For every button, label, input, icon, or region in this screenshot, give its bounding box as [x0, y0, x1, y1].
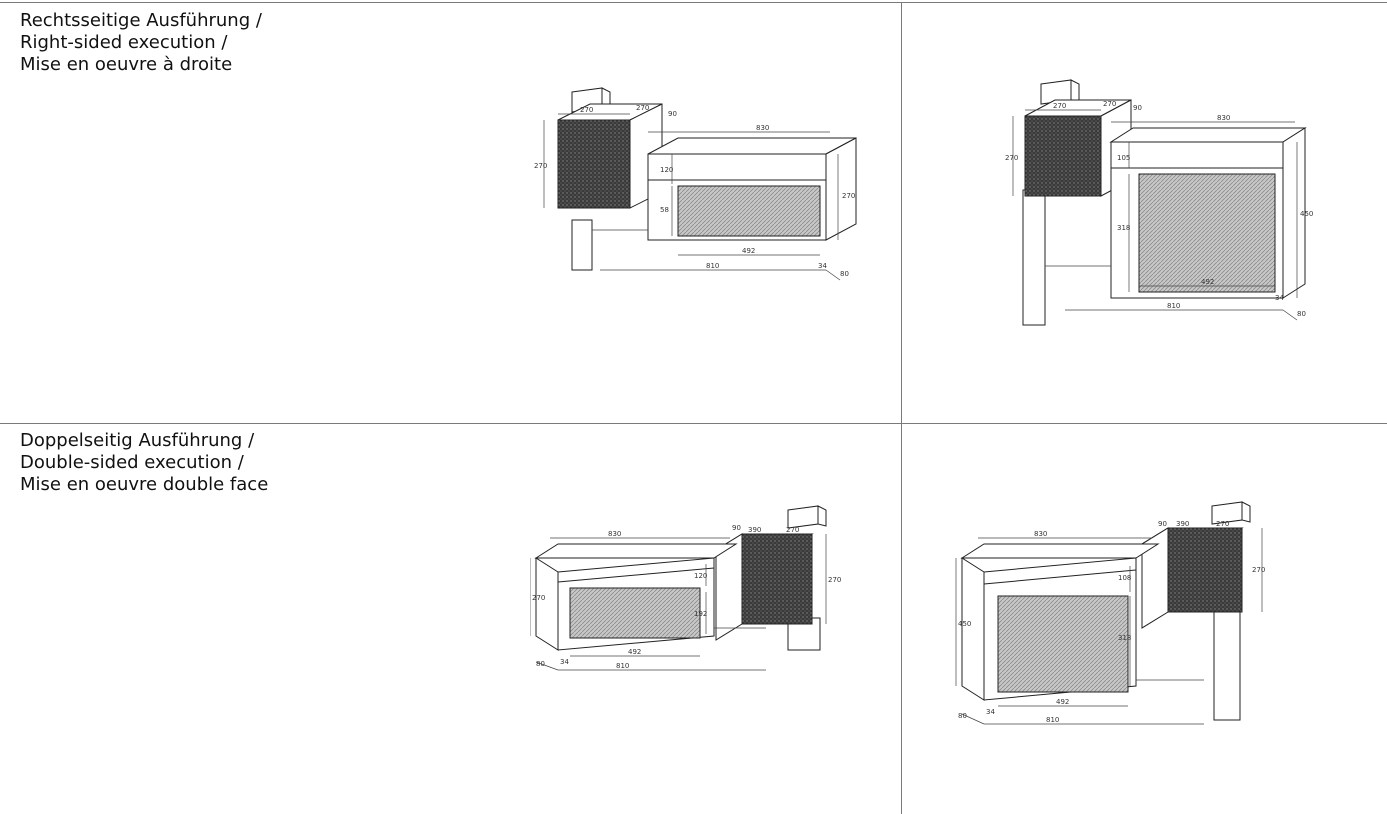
- drawing-right-sided-small: 270 270 270 90 830 120 58 270 492 810 34…: [534, 87, 857, 281]
- dim-total: 810: [1167, 302, 1180, 310]
- dim-full-height: 450: [958, 620, 971, 628]
- caption-double-sided: Doppelseitig Ausführung / Double-sided e…: [20, 430, 268, 496]
- dim-base: 80: [958, 712, 967, 720]
- dim-length: 830: [1217, 114, 1230, 122]
- dim-base: 80: [840, 270, 849, 278]
- caption-line-de: Rechtsseitige Ausführung /: [20, 10, 262, 31]
- caption-line-fr: Mise en oeuvre à droite: [20, 54, 233, 75]
- caption-line-en: Right-sided execution /: [20, 32, 228, 53]
- dim-top-height: 105: [1117, 154, 1130, 162]
- dim-screen-height: 58: [660, 206, 669, 214]
- dim-base: 80: [536, 660, 545, 668]
- speaker-grille: [741, 533, 813, 625]
- screen-panel: [1138, 173, 1276, 293]
- dim-offset: 34: [818, 262, 827, 270]
- dim-top-height: 108: [1118, 574, 1131, 582]
- dim-screen-height: 318: [1118, 634, 1131, 642]
- caption-right-sided: Rechtsseitige Ausführung / Right-sided e…: [20, 10, 262, 76]
- caption-line-fr: Mise en oeuvre double face: [20, 474, 269, 495]
- dim-depth-top: 90: [1133, 104, 1142, 112]
- dim-width-1: 270: [580, 106, 593, 114]
- dim-width-1: 270: [1053, 102, 1066, 110]
- dim-full-height: 270: [532, 594, 545, 602]
- dim-speaker-height: 270: [1005, 154, 1018, 162]
- dim-speaker-height: 270: [534, 162, 547, 170]
- drawing-double-sided-large: 390 270 270 90 830 108 318 450 492 810 3…: [955, 501, 1265, 725]
- dim-offset: 34: [986, 708, 995, 716]
- dim-total: 810: [1046, 716, 1059, 724]
- dim-length: 830: [1034, 530, 1047, 538]
- center-divider: [901, 2, 902, 814]
- speaker-grille: [1024, 115, 1102, 197]
- dim-full-height: 450: [1300, 210, 1313, 218]
- dim-length: 830: [756, 124, 769, 132]
- screen-panel: [997, 595, 1129, 693]
- caption-line-en: Double-sided execution /: [20, 452, 244, 473]
- drawing-double-sided-small: 390 270 270 90 830 120 192 270 492 810 3…: [530, 505, 841, 671]
- screen-panel: [569, 587, 701, 639]
- dim-width-1: 390: [748, 526, 761, 534]
- dim-screen-height: 192: [694, 610, 707, 618]
- dim-screen-width: 492: [742, 247, 755, 255]
- dim-speaker-height: 270: [828, 576, 841, 584]
- dim-screen-height: 318: [1117, 224, 1130, 232]
- dim-full-height: 270: [842, 192, 855, 200]
- dim-speaker-height: 270: [1252, 566, 1265, 574]
- dim-screen-width: 492: [1056, 698, 1069, 706]
- speaker-grille: [557, 119, 631, 209]
- dim-base: 80: [1297, 310, 1306, 318]
- middle-rule: [0, 423, 1387, 424]
- speaker-grille: [1167, 527, 1243, 613]
- dim-width-2: 270: [1103, 100, 1116, 108]
- drawing-right-sided-large: 270 270 270 90 830 105 318 450 492 810 3…: [1005, 79, 1313, 326]
- dim-offset: 34: [1275, 294, 1284, 302]
- dim-width-2: 270: [636, 104, 649, 112]
- top-rule: [0, 2, 1387, 3]
- dim-length: 830: [608, 530, 621, 538]
- dim-width-1: 390: [1176, 520, 1189, 528]
- dim-width-2: 270: [1216, 520, 1229, 528]
- dim-offset: 34: [560, 658, 569, 666]
- dim-total: 810: [616, 662, 629, 670]
- dim-depth-top: 90: [668, 110, 677, 118]
- dim-total: 810: [706, 262, 719, 270]
- dim-width-2: 270: [786, 526, 799, 534]
- dim-top-height: 120: [660, 166, 673, 174]
- dim-screen-width: 492: [1201, 278, 1214, 286]
- dim-top-height: 120: [694, 572, 707, 580]
- dim-depth-top: 90: [1158, 520, 1167, 528]
- dim-depth-top: 90: [732, 524, 741, 532]
- screen-panel: [677, 185, 821, 237]
- caption-line-de: Doppelseitig Ausführung /: [20, 430, 255, 451]
- dim-screen-width: 492: [628, 648, 641, 656]
